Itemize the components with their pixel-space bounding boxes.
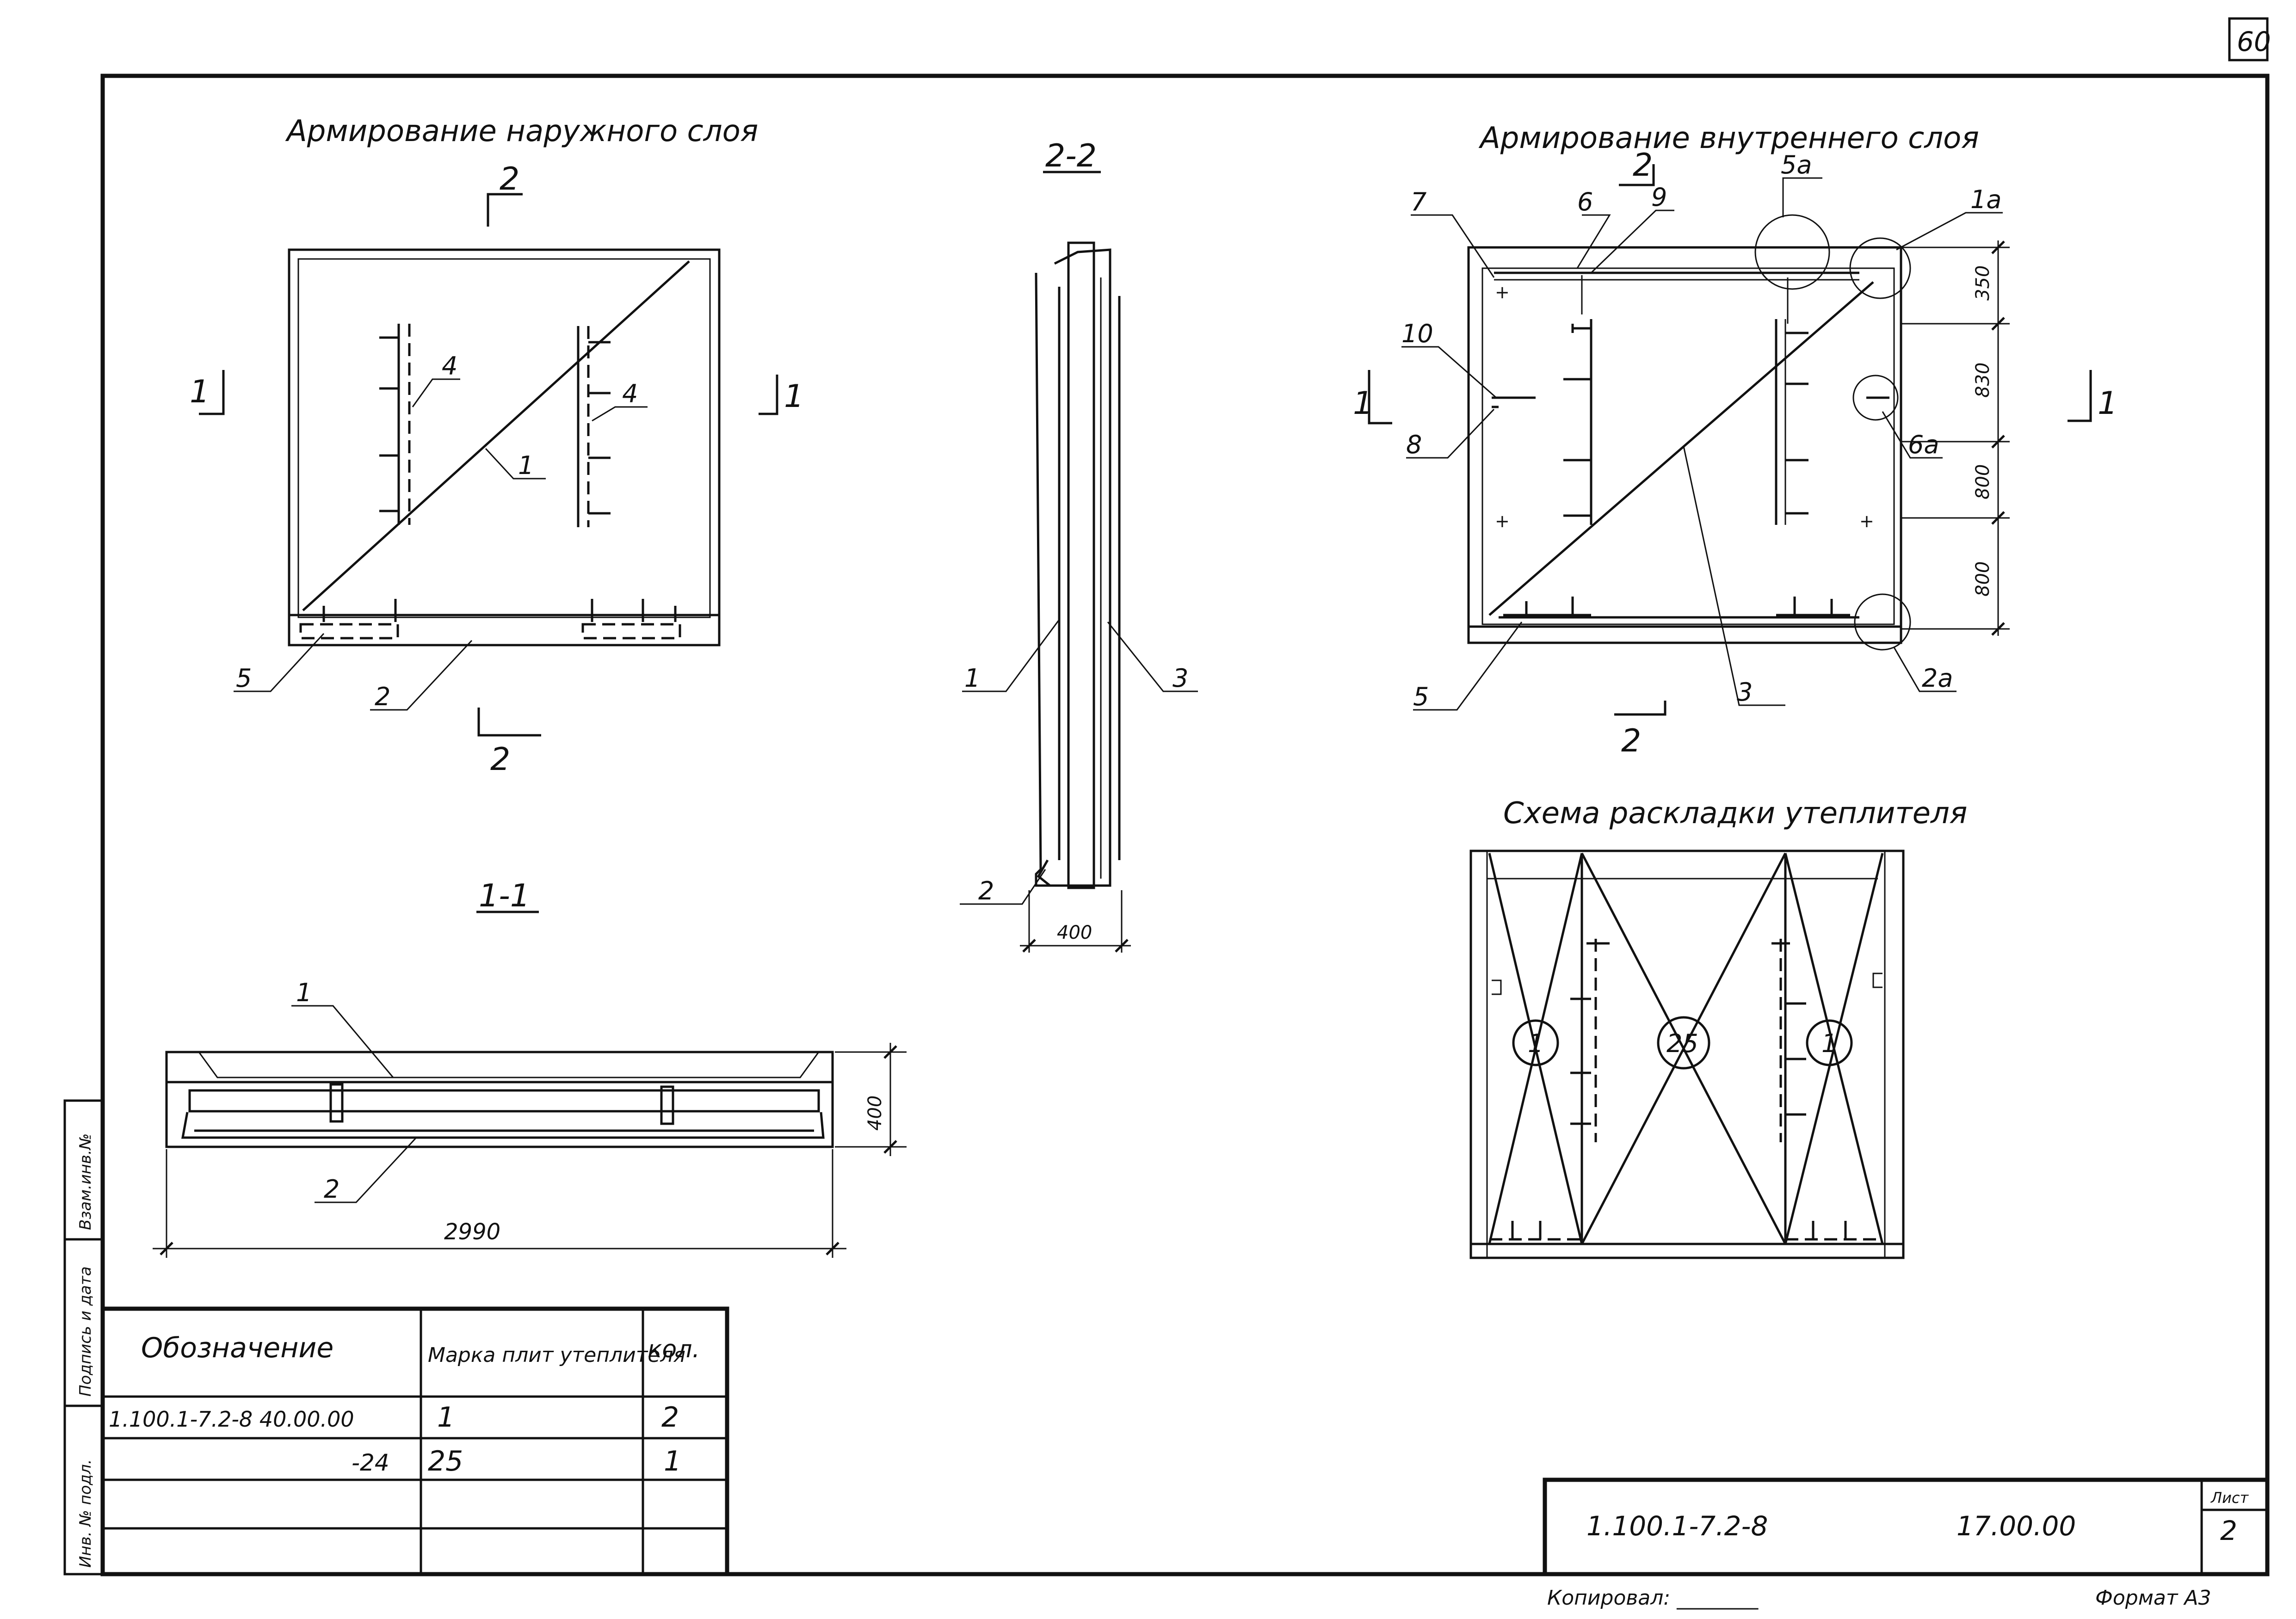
section-22-title: 2-2 <box>1045 138 1097 174</box>
section-11-dim-length: 2990 <box>444 1219 500 1245</box>
inner-callout-9: 9 <box>1651 183 1667 212</box>
outer-cut-2-top: 2 <box>500 161 519 197</box>
title-block-number: 17.00.00 <box>1957 1510 2076 1542</box>
svg-text:+: + <box>1859 511 1874 531</box>
outer-callout-5: 5 <box>236 664 252 693</box>
spec-row1-qty: 2 <box>661 1401 679 1434</box>
spec-table: Обозначение Марка плит утеплителя кол. 1… <box>100 1306 729 1576</box>
side-stamp-inventory: Инв. № подл. <box>76 1459 95 1568</box>
section-22-callout-1: 1 <box>964 664 980 693</box>
title-block-sheet-value: 2 <box>2220 1515 2237 1546</box>
side-stamp-replaced: Взам.инв.№ <box>76 1133 95 1230</box>
insulation-mark-right: 1 <box>1821 1029 1837 1058</box>
section-11-callout-1: 1 <box>296 978 312 1007</box>
inner-callout-5a: 5a <box>1781 150 1812 179</box>
outer-cut-1-right: 1 <box>784 378 804 415</box>
outer-layer-title: Армирование наружного слоя <box>285 114 758 148</box>
inner-callout-10: 10 <box>1401 319 1433 348</box>
inner-layer-title: Армирование внутреннего слоя <box>1478 121 1979 155</box>
inner-callout-2a: 2a <box>1922 664 1953 693</box>
inner-layer-view: Армирование внутреннего слоя 2 2 1 1 <box>1353 121 2117 759</box>
format-label: Формат А3 <box>2095 1586 2211 1610</box>
inner-callout-3: 3 <box>1737 677 1753 707</box>
section-22-dim-width: 400 <box>1057 922 1092 943</box>
sheet-frame: 60 <box>100 17 2271 1576</box>
inner-cut-1-right: 1 <box>2098 385 2117 422</box>
insulation-mark-center: 25 <box>1666 1029 1698 1058</box>
inner-callout-6: 6 <box>1577 187 1593 216</box>
svg-text:+: + <box>1495 282 1510 302</box>
title-block-sheet-label: Лист <box>2210 1489 2249 1507</box>
spec-row1-brand: 1 <box>437 1401 455 1434</box>
copied-by: Копировал: ________ <box>1547 1586 1759 1610</box>
inner-callout-7: 7 <box>1411 187 1426 216</box>
title-block: 1.100.1-7.2-8 17.00.00 Лист 2 Копировал:… <box>1543 1477 2270 1610</box>
outer-callout-4a: 4 <box>442 351 457 381</box>
inner-callout-1a: 1a <box>1970 185 2001 214</box>
inner-cut-1-left: 1 <box>1353 385 1373 422</box>
svg-text:+: + <box>1495 511 1510 531</box>
insulation-layout-view: Схема раскладки утеплителя <box>1469 796 1967 1259</box>
outer-callout-1: 1 <box>518 451 534 480</box>
inner-callout-6a: 6a <box>1908 430 1939 459</box>
section-11-title: 1-1 <box>479 878 530 914</box>
side-stamp-signature: Подпись и дата <box>76 1266 95 1397</box>
outer-cut-2-bottom: 2 <box>490 741 510 778</box>
inner-dim-830: 830 <box>1972 363 1994 398</box>
section-11-callout-2: 2 <box>324 1175 339 1204</box>
inner-cut-2-top: 2 <box>1633 147 1653 184</box>
section-1-1-view: 1-1 400 2990 1 2 <box>153 878 907 1258</box>
section-22-callout-2: 2 <box>978 876 994 905</box>
inner-callout-8: 8 <box>1406 430 1422 459</box>
inner-dim-800a: 800 <box>1972 464 1994 499</box>
inner-cut-2-bottom: 2 <box>1621 723 1641 759</box>
inner-dim-350: 350 <box>1972 265 1994 301</box>
outer-callout-2: 2 <box>375 682 390 711</box>
title-block-code: 1.100.1-7.2-8 <box>1586 1510 1768 1542</box>
outer-callout-4b: 4 <box>622 379 638 408</box>
side-stamp: Взам.инв.№ Подпись и дата Инв. № подл. <box>63 1099 104 1576</box>
spec-row2-brand: 25 <box>428 1445 463 1477</box>
insulation-mark-left: 1 <box>1528 1029 1543 1058</box>
sheet-number: 60 <box>2237 26 2271 57</box>
spec-row2-designation: -24 <box>352 1449 389 1476</box>
insulation-title: Схема раскладки утеплителя <box>1503 796 1967 831</box>
spec-header-brand: Марка плит утеплителя <box>428 1343 685 1367</box>
spec-row2-qty: 1 <box>664 1445 681 1477</box>
inner-dim-800b: 800 <box>1972 561 1994 597</box>
spec-header-qty: кол. <box>648 1336 700 1363</box>
section-2-2-view: 2-2 400 1 3 2 <box>960 138 1198 953</box>
inner-callout-5: 5 <box>1413 682 1429 711</box>
section-22-callout-3: 3 <box>1173 664 1188 693</box>
outer-cut-1-left: 1 <box>190 374 210 410</box>
outer-layer-view: Армирование наружного слоя 2 2 1 1 <box>190 114 804 778</box>
section-11-dim-height: 400 <box>864 1096 886 1131</box>
spec-header-designation: Обозначение <box>141 1332 333 1364</box>
spec-row1-designation: 1.100.1-7.2-8 40.00.00 <box>109 1407 354 1432</box>
